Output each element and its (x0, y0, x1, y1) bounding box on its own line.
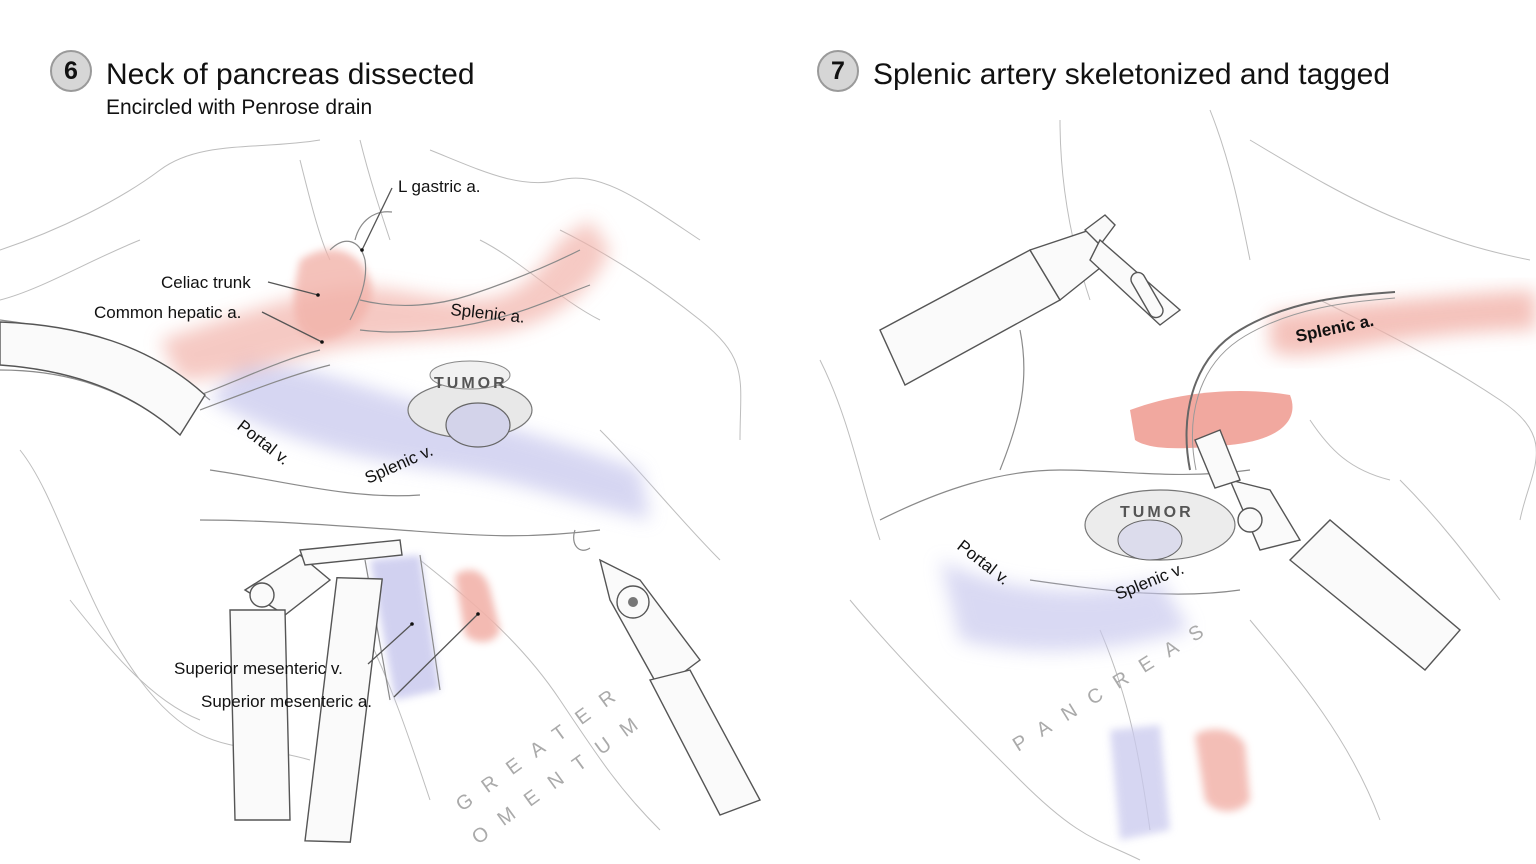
leader-sup-mes-v (367, 623, 413, 665)
panel-6-subtitle: Encircled with Penrose drain (106, 96, 373, 119)
panel-7-tumor-mass (1084, 489, 1236, 561)
label-l-gastric: L gastric a. (398, 177, 481, 196)
panel-7-lower-grasper (1194, 429, 1461, 671)
vessel-loop (1185, 291, 1396, 471)
label-sup-mes-a: Superior mesenteric a. (201, 692, 372, 711)
panel-6-header: 6 Neck of pancreas dissected Encircled w… (50, 50, 475, 120)
panel-6-leader-lines (261, 187, 480, 698)
artery-wash-6 (160, 220, 610, 380)
sup-mes-artery-wash-6 (455, 570, 500, 642)
splenic-artery-wash-7 (1270, 290, 1536, 356)
leader-celiac (267, 281, 319, 296)
panel-7-vessel-washes (940, 290, 1536, 840)
label-tumor-6: TUMOR (434, 375, 508, 392)
step-6-badge: 6 (50, 50, 92, 92)
panel-7-illustration: Splenic a. TUMOR Portal v. Splenic v. PA… (819, 109, 1536, 861)
celiac-wash (294, 249, 372, 340)
panel-7-upper-grasper (879, 214, 1182, 386)
step-7-badge: 7 (817, 50, 859, 92)
panel-6-titles: Neck of pancreas dissected Encircled wit… (106, 50, 475, 120)
panel-7-background-tissue (819, 109, 1536, 861)
panel-6-vessel-lines (199, 211, 591, 701)
panel-7-header: 7 Splenic artery skeletonized and tagged (817, 50, 1390, 100)
label-celiac-trunk: Celiac trunk (161, 273, 251, 292)
panel-6-tumor-mass (407, 360, 533, 448)
panel-6-illustration: L gastric a. Celiac trunk Common hepatic… (0, 139, 761, 849)
label-tumor-7: TUMOR (1120, 504, 1194, 521)
label-sup-mes-v: Superior mesenteric v. (174, 659, 343, 678)
portal-splenic-vein-wash-6 (210, 360, 650, 520)
portal-splenic-vein-wash-7 (940, 560, 1190, 651)
lower-artery-wash-7 (1195, 729, 1250, 812)
panel-7-titles: Splenic artery skeletonized and tagged (873, 50, 1390, 100)
sup-mes-vein-wash-6 (370, 555, 440, 700)
leader-sup-mes-a (393, 613, 479, 698)
panel-6-retractors (229, 529, 761, 843)
lower-vein-wash-7 (1110, 725, 1170, 840)
tagged-splenic-artery (1130, 390, 1293, 449)
label-common-hepatic: Common hepatic a. (94, 303, 241, 322)
panel-6-title: Neck of pancreas dissected (106, 58, 475, 91)
panel-6-vessel-washes (160, 220, 650, 700)
panel-7-title: Splenic artery skeletonized and tagged (873, 58, 1391, 91)
penrose-drain-6 (0, 321, 206, 437)
leader-common-hepatic (261, 311, 323, 343)
leader-l-gastric (361, 187, 393, 251)
